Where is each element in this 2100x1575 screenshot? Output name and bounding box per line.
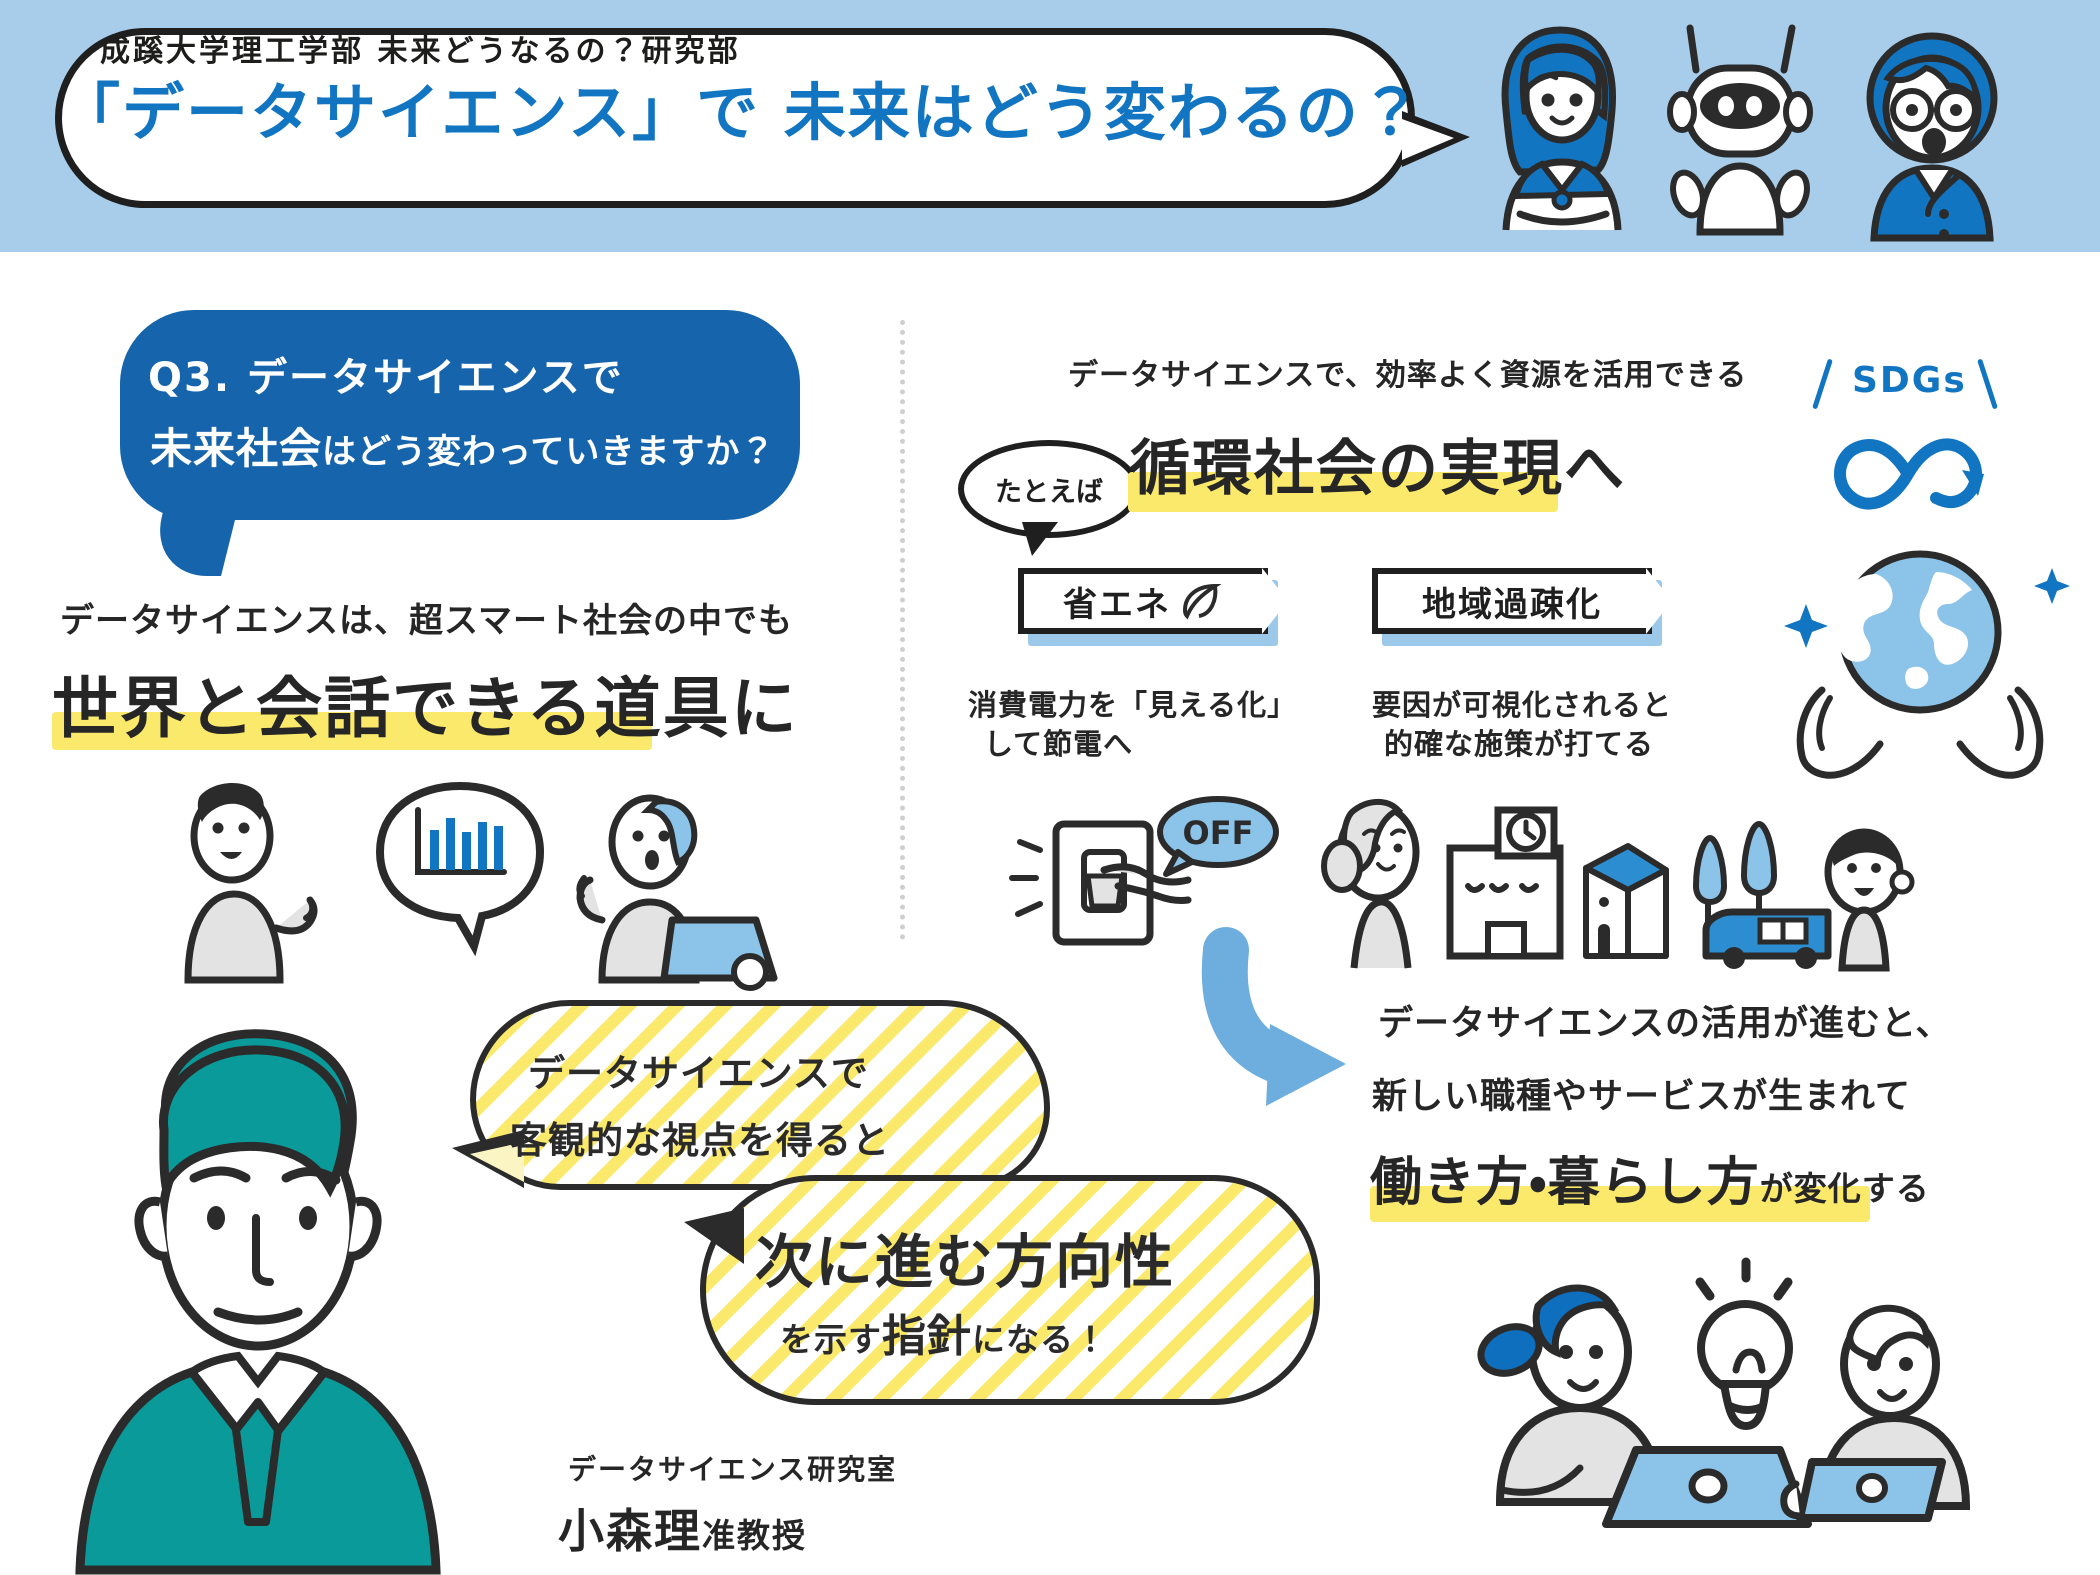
column-divider (900, 320, 905, 940)
question-bubble (120, 310, 800, 576)
professor-name: 小森理准教授 (558, 1495, 807, 1561)
professor-title-text: 准教授 (702, 1516, 807, 1555)
question-line-2: 未来社会はどう変わっていきますか？ (150, 415, 775, 476)
bottom-right-line-3-rest: が変化する (1759, 1169, 1930, 1208)
right-body-1-line-2: して節電へ (984, 727, 1134, 762)
bottom-right-highlight-bar (1370, 1186, 1870, 1222)
bottom-right-line-3: 働き方・暮らし方が変化する (1370, 1140, 1930, 1215)
person-with-laptop (576, 794, 778, 991)
professor-lab: データサイエンス研究室 (568, 1453, 898, 1486)
tag-notch-1 (1262, 568, 1288, 634)
tag-energy-saving-label: 省エネ (1063, 584, 1171, 625)
right-body-2-line-1: 要因が可視化されると (1372, 688, 1673, 722)
question-line-2-rest: はどう変わっていきますか？ (322, 432, 776, 472)
bar-chart-speech-bubble (375, 781, 545, 957)
sdgs-slash-right-icon (1977, 358, 1998, 410)
example-label-tail (1022, 522, 1058, 556)
left-highlight-bar (52, 712, 652, 750)
bottom-right-line-2: 新しい職種やサービスが生まれて (1372, 1077, 1911, 1117)
bottom-right-illustration (1440, 1240, 2000, 1528)
professor-speech-2-pre: を示す (780, 1320, 882, 1359)
right-headline: 循環社会の実現へ (1130, 434, 1626, 504)
professor-speech-2-line-2: を示す指針になる！ (780, 1300, 1108, 1364)
left-headline: 世界と会話できる道具に (52, 670, 799, 747)
professor-speech-bubble-2 (700, 1175, 1320, 1405)
professor-speech-2-line-1: 次に進む方向性 (755, 1228, 1176, 1296)
right-body-2: 要因が可視化されると 的確な施策が打てる (1372, 686, 1672, 764)
professor-speech-2-keyword: 指針 (882, 1311, 972, 1362)
professor-speech-1-line-2: 客観的な視点を得ると (510, 1119, 890, 1162)
right-body-1: 消費電力を「見える化」 して節電へ (968, 686, 1297, 764)
person-speaking (184, 782, 318, 984)
bus (1702, 908, 1832, 969)
right-lead-text: データサイエンスで、効率よく資源を活用できる (1068, 358, 1748, 393)
question-bubble-tail (147, 504, 239, 576)
curved-arrow-icon (1198, 927, 1418, 1140)
sdgs-slash-left-icon (1812, 358, 1833, 410)
bottom-right-keyword: 働き方・暮らし方 (1370, 1153, 1760, 1213)
tag-energy-saving: 省エネ (1018, 568, 1268, 634)
professor-speech-2-tail (684, 1208, 744, 1264)
trees (1692, 820, 1778, 937)
right-body-2-line-2: 的確な施策が打てる (1384, 727, 1655, 762)
village-illustration (1321, 790, 1915, 980)
question-keyword: 未来社会 (150, 424, 323, 473)
right-highlight-bar (1128, 472, 1558, 512)
professor-speech-bubble-1 (470, 1000, 1050, 1190)
tag-depopulation: 地域過疎化 (1372, 568, 1652, 634)
question-line-1: Q3. データサイエンスで (148, 355, 624, 401)
tag-notch-2 (1646, 568, 1672, 634)
bottom-right-line-1: データサイエンスの活用が進むと、 (1378, 1004, 1952, 1044)
leaf-icon (1182, 583, 1222, 620)
girl-character (1470, 18, 1650, 248)
sdgs-label: SDGs (1852, 360, 1967, 401)
boy-villager (1824, 828, 1915, 972)
professor-speech-1-line-1: データサイエンスで (528, 1052, 869, 1095)
professor-portrait (40, 1029, 500, 1575)
lightbulb-idea-icon (1695, 1257, 1793, 1431)
title-speech-bubble (55, 28, 1470, 208)
page-title: 「データサイエンス」で 未来はどう変わるの？ (58, 76, 1424, 149)
left-lead-text: データサイエンスは、超スマート社会の中でも (60, 601, 793, 641)
boy-character (1840, 18, 2030, 248)
infinity-icon (1812, 418, 2012, 528)
earth-in-hands-illustration (1760, 540, 2080, 800)
professor-name-text: 小森理 (558, 1504, 702, 1558)
man-with-tablet (1780, 1304, 1971, 1522)
left-illustration (150, 780, 778, 1000)
professor-speech-2-post: になる！ (972, 1320, 1108, 1359)
elderly-woman (1321, 799, 1420, 969)
right-body-1-line-1: 消費電力を「見える化」 (968, 688, 1298, 722)
tag-depopulation-label: 地域過疎化 (1422, 584, 1602, 625)
switch-illustration: OFF (1000, 790, 1330, 970)
robot-character (1660, 18, 1820, 248)
school-building (1446, 806, 1564, 960)
house (1583, 843, 1669, 959)
professor-speech-1-tail-fill (470, 1142, 524, 1182)
woman-with-laptop (1477, 1284, 1812, 1528)
switch-off-label: OFF (1183, 814, 1254, 852)
header-subtitle: 成蹊大学理工学部 未来どうなるの？研究部 (100, 34, 741, 69)
